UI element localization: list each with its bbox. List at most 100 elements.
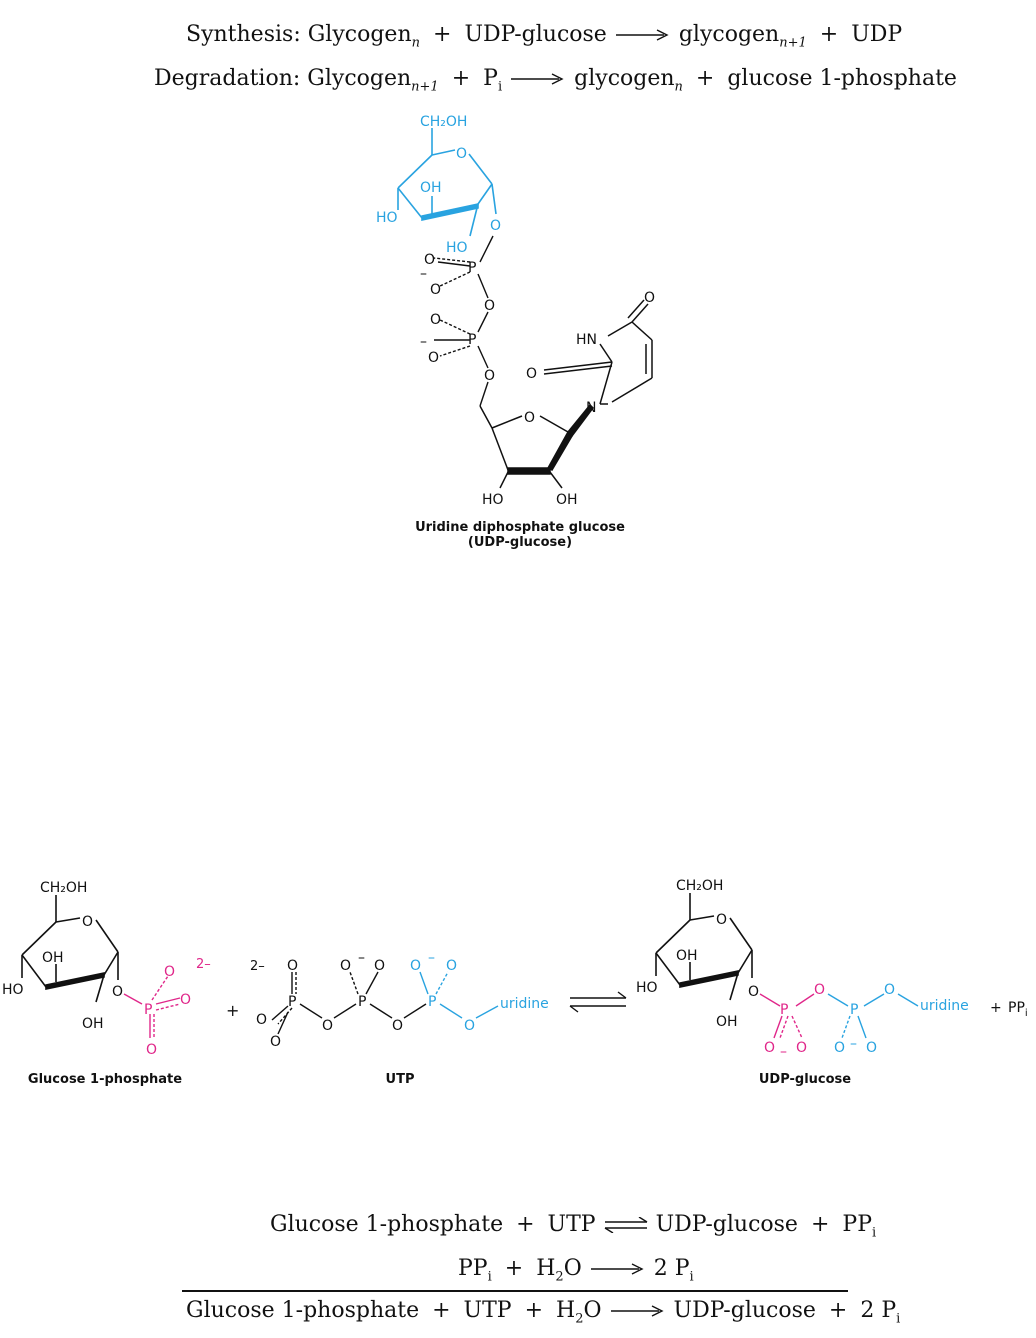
- p2-charge: –: [420, 334, 427, 350]
- utp-minus2: –: [358, 950, 365, 966]
- utp-o-top3a: O: [410, 958, 421, 974]
- utp-o-left: O: [256, 1012, 267, 1028]
- product-p1-o1: O: [764, 1040, 775, 1056]
- summary3-p2: 2 P: [860, 1298, 897, 1323]
- product-ppi: PPi: [1008, 1000, 1028, 1019]
- synthesis-plus1: +: [433, 22, 452, 47]
- summary1-p1: UDP-glucose: [655, 1212, 798, 1237]
- glucose-ho2: HO: [446, 240, 468, 256]
- degradation-reactant1-sub: n+1: [411, 79, 439, 95]
- summary3-r1: Glucose 1-phosphate: [186, 1298, 420, 1323]
- synthesis-arrow-icon: [615, 29, 669, 41]
- glucose-ring: [397, 128, 497, 237]
- summary3-plus1: +: [432, 1298, 451, 1323]
- g1p-charge: 2–: [196, 957, 211, 972]
- summary-line2: PPi + H2O 2 Pi: [458, 1256, 694, 1284]
- product-o5: O: [884, 982, 895, 998]
- glucose-ring-o: O: [456, 146, 467, 162]
- synthesis-product2: UDP: [851, 22, 903, 47]
- utp-charge: 2–: [250, 959, 265, 974]
- summary1-r2: UTP: [547, 1212, 596, 1237]
- product-p2: P: [850, 1002, 858, 1018]
- summary3-p1: UDP-glucose: [673, 1298, 816, 1323]
- o5-atom: O: [484, 368, 495, 384]
- scheme-plus: +: [226, 1001, 239, 1020]
- summary-rule: [182, 1290, 848, 1292]
- p1-o-bottom: O: [430, 282, 441, 298]
- summary1-p2-sub: i: [872, 1225, 877, 1241]
- utp-minus3: –: [428, 950, 435, 966]
- utp-o-top1: O: [287, 958, 298, 974]
- g1p-o-top: O: [164, 964, 175, 980]
- summary3-r3-sub: 2: [575, 1311, 584, 1327]
- summary3-p2-sub: i: [896, 1311, 901, 1327]
- product-bridge-o: O: [814, 982, 825, 998]
- degradation-plus1: +: [451, 66, 471, 91]
- product-ring: [655, 893, 753, 1001]
- product-ch2oh: CH₂OH: [676, 878, 723, 894]
- summary1-plus1: +: [516, 1212, 535, 1237]
- synthesis-equation: Synthesis: Glycogenn + UDP-glucose glyco…: [186, 22, 902, 50]
- utp-o-top2a: O: [340, 958, 351, 974]
- p1-atom: P: [468, 260, 476, 276]
- product-ppi-sub: i: [1025, 1008, 1028, 1019]
- summary2-r1: PP: [458, 1256, 488, 1281]
- g1p-ring-o: O: [82, 914, 93, 930]
- synthesis-product1: glycogen: [678, 22, 780, 47]
- summary2-arrow-icon: [590, 1263, 644, 1275]
- synthesis-plus2: +: [819, 22, 839, 47]
- summary1-r1: Glucose 1-phosphate: [270, 1212, 504, 1237]
- g1p-o-right: O: [180, 992, 191, 1008]
- ribose-o: O: [524, 410, 535, 426]
- glucose-ch2oh: CH₂OH: [420, 114, 467, 130]
- utp-p3: P: [428, 994, 436, 1010]
- product-oh2: OH: [716, 1014, 738, 1030]
- equilibrium-arrow-icon: [569, 991, 627, 1013]
- synthesis-reactant1-sub: n: [411, 35, 420, 51]
- product-ring-o: O: [716, 912, 727, 928]
- product-p2-minus: –: [850, 1036, 857, 1052]
- product-p2-o2: O: [866, 1040, 877, 1056]
- uracil-n1: N: [586, 400, 596, 416]
- summary3-r2: UTP: [463, 1298, 512, 1323]
- g1p-caption: Glucose 1-phosphate: [27, 1072, 183, 1087]
- udp-glucose-structure: CH₂OH O OH HO HO O P O O – O P O O – O O…: [376, 114, 655, 508]
- summary1-plus2: +: [810, 1212, 830, 1237]
- product-link-o: O: [748, 984, 759, 1000]
- synthesis-reactant2: UDP-glucose: [464, 22, 607, 47]
- summary3-r3: H: [556, 1298, 576, 1323]
- ribose-oh: OH: [556, 492, 578, 508]
- udp-glucose-caption-line2: (UDP-glucose): [467, 535, 573, 550]
- degradation-arrow-icon: [511, 73, 564, 85]
- g1p-ch2oh: CH₂OH: [40, 880, 87, 896]
- g1p-p: P: [144, 1002, 152, 1018]
- g1p-o-bottom: O: [146, 1042, 157, 1058]
- p2-o-top: O: [430, 312, 441, 328]
- summary2-r2-sub: 2: [555, 1269, 564, 1285]
- product-p1-minus: –: [780, 1044, 787, 1060]
- udpglc-caption: UDP-glucose: [758, 1072, 852, 1087]
- degradation-reactant1: Glycogen: [307, 66, 412, 91]
- summary2-p1-sub: i: [689, 1269, 694, 1285]
- p1-charge: –: [420, 266, 427, 282]
- degradation-plus2: +: [695, 66, 715, 91]
- utp-bridge-o1: O: [322, 1018, 333, 1034]
- summary-line1: Glucose 1-phosphate + UTP UDP-glucose + …: [270, 1212, 876, 1240]
- utp-p2: P: [358, 994, 366, 1010]
- summary2-p1: 2 P: [653, 1256, 690, 1281]
- utp-bridge-o3: O: [464, 1018, 475, 1034]
- summary3-r3-tail: O: [583, 1298, 602, 1323]
- synthesis-product1-sub: n+1: [779, 35, 807, 51]
- g1p-oh: OH: [42, 950, 64, 966]
- glucose-ho4: HO: [376, 210, 398, 226]
- ribose-ring: [479, 403, 594, 489]
- summary3-arrow-icon: [610, 1305, 664, 1317]
- p1-o-left: O: [424, 252, 435, 268]
- product-p2-o1: O: [834, 1040, 845, 1056]
- product-oh: OH: [676, 948, 698, 964]
- summary-line3: Glucose 1-phosphate + UTP + H2O UDP-gluc…: [186, 1298, 900, 1326]
- product-p1: P: [780, 1002, 788, 1018]
- ribose-ho: HO: [482, 492, 504, 508]
- summary3-plus3: +: [828, 1298, 848, 1323]
- degradation-product1: glycogen: [574, 66, 675, 91]
